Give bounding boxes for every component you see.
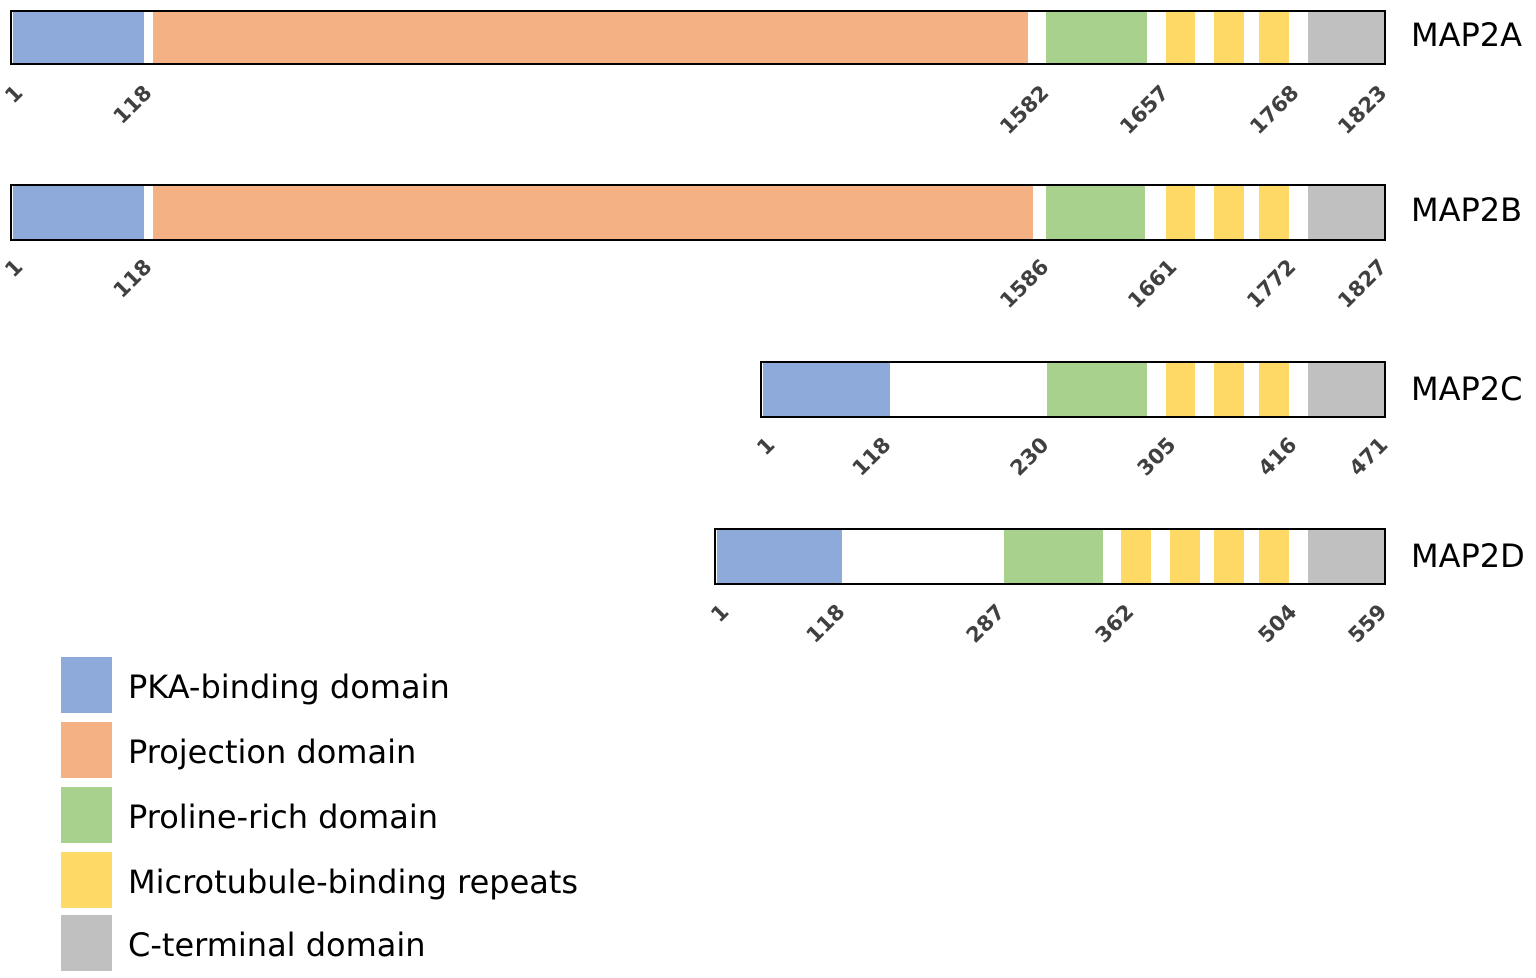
domain-pka [13,12,144,63]
residue-tick-label: 230 [1006,433,1054,481]
domain-mtbr [1121,530,1151,583]
domain-proline [1046,12,1147,63]
isoform-map2b: MAP2B 1 118 1586 1661 1772 1827 [0,184,1522,313]
residue-tick-label: 1661 [1123,255,1181,313]
bar-outline [760,361,1386,418]
residue-tick-label: 118 [848,433,896,481]
isoform-label: MAP2D [1411,537,1525,575]
domain-mtbr [1166,186,1195,239]
isoform-label: MAP2C [1411,370,1523,408]
domain-mtbr [1214,363,1244,416]
domain-proline [1047,363,1147,416]
residue-tick-label: 504 [1254,600,1302,648]
residue-tick-label: 1 [0,81,27,108]
residue-tick-label: 416 [1254,433,1302,481]
residue-tick-label: 305 [1133,433,1181,481]
domain-proline [1004,530,1103,583]
domain-mtbr [1166,363,1195,416]
residue-tick-label: 118 [109,81,157,129]
bar-outline [10,10,1386,65]
domain-mtbr [1166,12,1195,63]
bar-outline [10,184,1386,241]
legend-swatch-cterm [61,915,112,971]
isoform-label: MAP2A [1411,16,1522,54]
residue-tick-label: 1 [0,255,27,282]
legend-swatch-pka [61,657,112,713]
residue-tick-label: 1 [752,433,779,460]
domain-projection [153,186,1033,239]
residue-tick-label: 1582 [995,81,1053,139]
residue-tick-label: 118 [802,600,850,648]
residue-tick-label: 1768 [1245,81,1303,139]
domain-cterm [1308,363,1385,416]
residue-tick-label: 362 [1091,600,1139,648]
legend-swatch-projection [61,722,112,778]
domain-mtbr [1259,363,1289,416]
domain-mtbr [1259,12,1289,63]
legend-label-pka: PKA-binding domain [128,668,450,706]
residue-tick-label: 1772 [1242,255,1300,313]
isoform-map2a: MAP2A 1 118 1582 1657 1768 1823 [0,10,1522,139]
domain-mtbr [1214,530,1244,583]
residue-tick-label: 1827 [1333,255,1391,313]
domain-pka [717,530,842,583]
legend-swatch-proline [61,787,112,843]
domain-mtbr [1214,12,1244,63]
domain-cterm [1308,12,1385,63]
bar-outline [714,528,1386,585]
legend-swatch-mtbr [61,852,112,908]
residue-tick-label: 1823 [1333,81,1391,139]
residue-tick-label: 287 [962,600,1010,648]
residue-tick-label: 471 [1345,433,1393,481]
domain-mtbr [1170,530,1200,583]
domain-cterm [1308,530,1385,583]
legend-label-mtbr: Microtubule-binding repeats [128,863,578,901]
residue-tick-label: 559 [1344,600,1392,648]
isoform-map2c: MAP2C 1 118 230 305 416 471 [752,361,1523,481]
residue-tick-label: 1 [706,600,733,627]
domain-mtbr [1259,530,1289,583]
domain-pka [13,186,144,239]
domain-proline [1046,186,1145,239]
residue-tick-label: 118 [109,255,157,303]
residue-tick-label: 1586 [995,255,1053,313]
domain-mtbr [1214,186,1244,239]
domain-mtbr [1259,186,1289,239]
legend-label-projection: Projection domain [128,733,416,771]
legend-label-cterm: C-terminal domain [128,926,426,964]
isoform-label: MAP2B [1411,191,1522,229]
legend-label-proline: Proline-rich domain [128,798,438,836]
domain-projection [153,12,1028,63]
residue-tick-label: 1657 [1115,81,1173,139]
isoform-map2d: MAP2D 1 118 287 362 504 559 [706,528,1525,648]
domain-pka [763,363,890,416]
domain-cterm [1308,186,1385,239]
